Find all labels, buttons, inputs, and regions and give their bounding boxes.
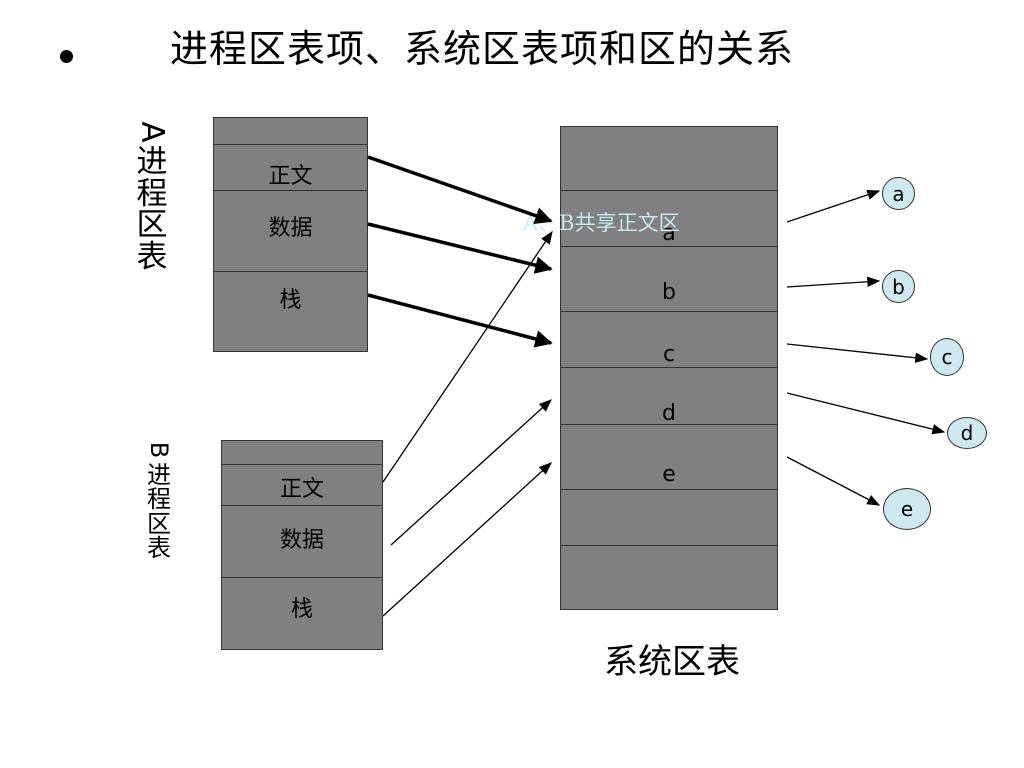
a-table-row-blank [214, 118, 367, 145]
arrow-b-text-to-system [382, 230, 553, 483]
a-process-table-label: A 进程区表 [134, 117, 170, 273]
arrow-system-to-region-b [786, 276, 881, 288]
system-table-row-d: d [561, 368, 777, 426]
arrow-b-stack-to-system [382, 462, 552, 617]
arrow-a-stack-to-system [367, 293, 553, 348]
system-table-row-a: a [561, 191, 777, 247]
system-table-row-b: b [561, 247, 777, 312]
b-table-row-text: 正文 [222, 465, 382, 506]
a-label-letter: A [134, 121, 170, 143]
system-table-title: 系统区表 [604, 642, 740, 682]
system-row-label-d: d [662, 401, 676, 426]
a-table-row-text: 正文 [214, 145, 367, 191]
region-b-circle: b [882, 270, 915, 303]
arrow-b-data-to-system [390, 399, 552, 546]
region-c-circle: c [930, 338, 964, 376]
b-table-row-stack: 栈 [290, 597, 313, 622]
b-process-table-label: B 进程区表 [141, 437, 177, 561]
system-row-label-a: a [662, 221, 676, 246]
a-table-row-stack: 栈 [279, 288, 302, 313]
b-table-row-blank [222, 441, 382, 465]
system-row-label-e: e [662, 462, 676, 487]
bullet-point [60, 50, 73, 63]
system-row-label-c: c [662, 342, 676, 367]
system-region-table: a b c d e [560, 126, 778, 610]
arrow-system-to-region-d [786, 392, 946, 435]
system-table-row-e: e [561, 425, 777, 490]
a-label-text: 进程区表 [136, 144, 168, 275]
b-label-letter: B [145, 441, 173, 459]
arrow-system-to-region-a [786, 189, 881, 223]
a-table-row-data: 数据 [214, 191, 367, 272]
slide-title: 进程区表项、系统区表项和区的关系 [170, 27, 795, 71]
system-table-row-blank-2 [561, 546, 777, 609]
region-a-circle: a [882, 177, 915, 210]
arrow-system-to-region-e [786, 456, 881, 506]
region-d-circle: d [947, 417, 987, 449]
system-table-row-c: c [561, 312, 777, 368]
system-row-label-b: b [662, 280, 676, 305]
a-process-region-table: 正文 数据 栈 [213, 117, 368, 352]
system-table-row-blank-1 [561, 490, 777, 546]
b-table-row-data: 数据 [222, 506, 382, 578]
b-label-text: 进程区表 [147, 461, 171, 563]
arrow-system-to-region-c [786, 343, 929, 363]
shared-text-region-note: A、B共享正文区 [523, 211, 680, 235]
b-process-region-table: 正文 数据 栈 [221, 440, 383, 650]
system-table-row-blank-top [561, 127, 777, 191]
region-e-circle: e [883, 488, 931, 530]
